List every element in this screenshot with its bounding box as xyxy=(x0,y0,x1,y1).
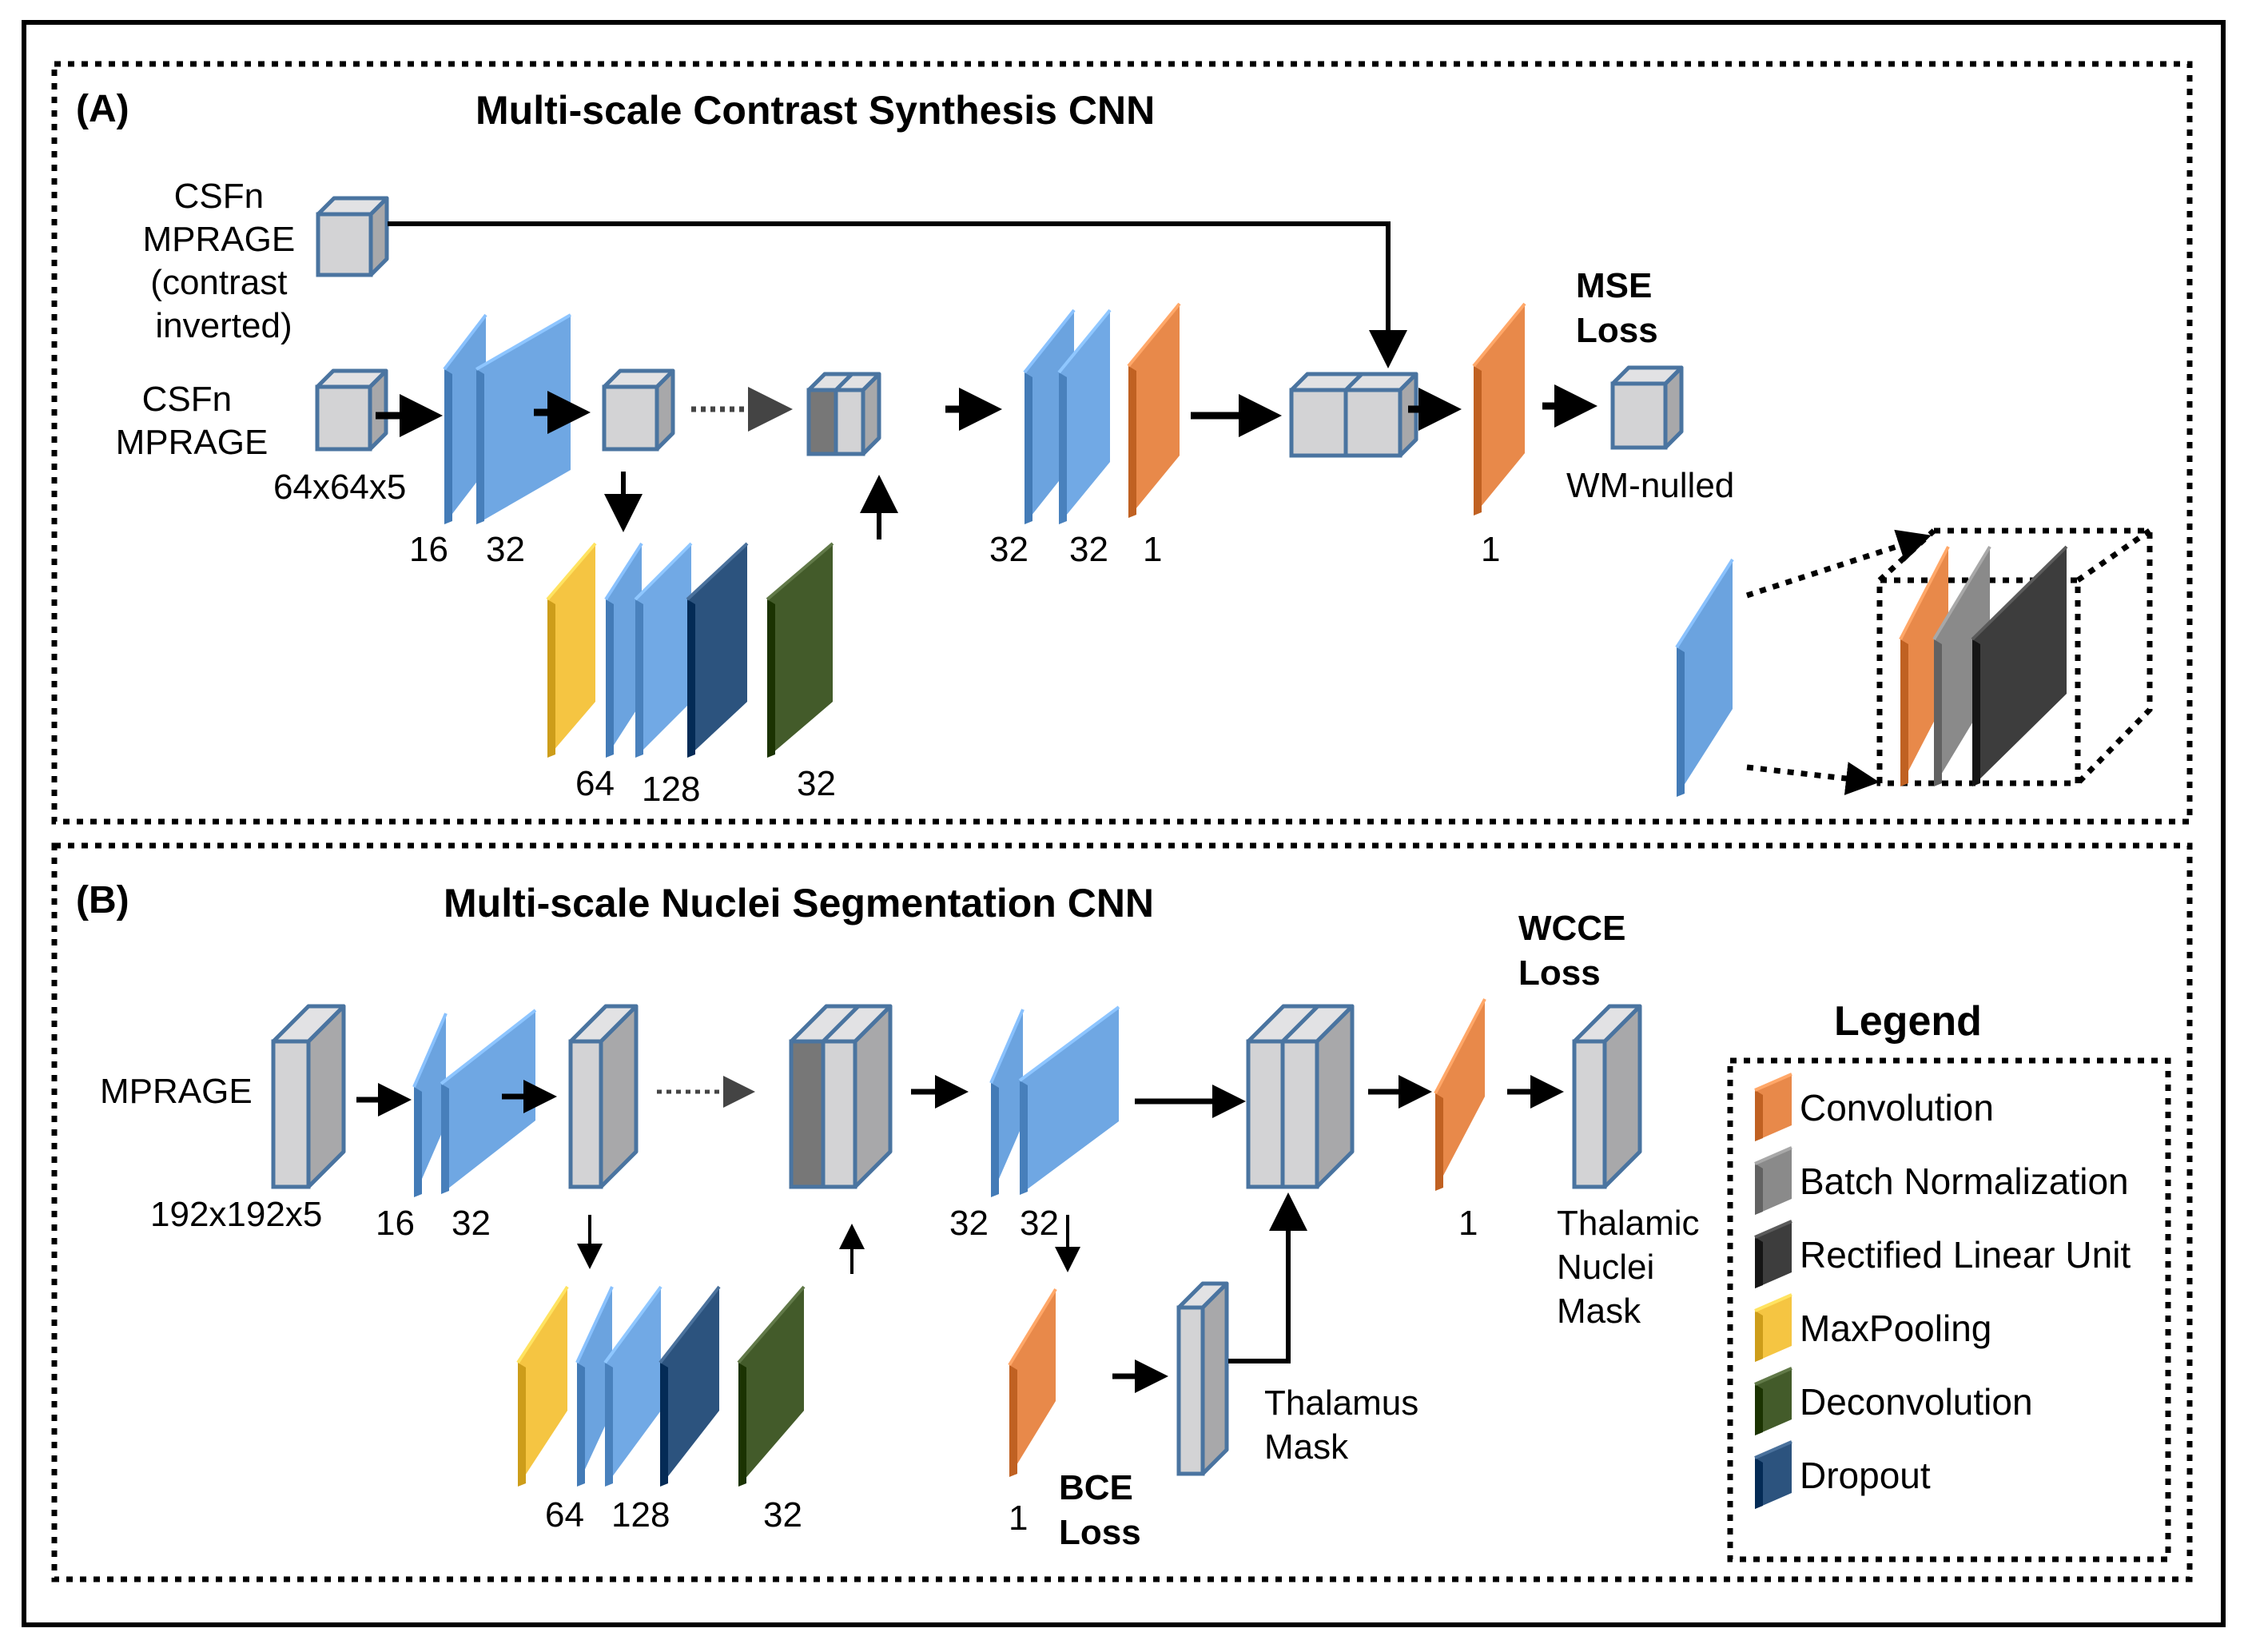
panel-a-frame xyxy=(51,61,2193,825)
legend-label: Dropout xyxy=(1800,1455,1931,1496)
panel-a-decoder-conv-1 xyxy=(1127,302,1181,518)
panel-a-input-volume xyxy=(315,368,388,452)
panel-a-enc-ch-32: 32 xyxy=(486,530,525,569)
panel-a-inset-conv xyxy=(1899,546,1950,786)
panel-b-concat-volume xyxy=(789,1004,893,1189)
legend-swatch-relu xyxy=(1754,1220,1792,1288)
legend-label: Convolution xyxy=(1800,1087,1994,1129)
panel-a-inverted-input-label: CSFn MPRAGE (contrast inverted) xyxy=(143,177,305,345)
panel-b-input-volume xyxy=(271,1004,346,1189)
panel-a-inset-dotted-arrow-top xyxy=(1745,529,1932,599)
panel-a-encoder-conv-32 xyxy=(475,313,571,524)
panel-b-encoder-conv-16 xyxy=(412,1013,448,1197)
panel-b-bce-loss: BCE Loss xyxy=(1059,1468,1143,1552)
panel-b-bn-ch-64: 64 xyxy=(545,1495,584,1535)
legend-swatch-convolution xyxy=(1754,1073,1792,1141)
panel-b-bottleneck-deconv xyxy=(737,1285,806,1487)
panel-b-letter: (B) xyxy=(76,879,129,922)
panel-b-thalamus-conv xyxy=(1008,1288,1057,1477)
panel-b-final-conv xyxy=(1434,998,1486,1191)
panel-b-final-concat-volume xyxy=(1246,1004,1355,1189)
panel-b-encoder-conv-32 xyxy=(440,1009,537,1194)
legend-label: Batch Normalization xyxy=(1800,1160,2129,1202)
legend-item-convolution: Convolution xyxy=(1754,1073,1994,1141)
outer-frame xyxy=(22,20,2226,1627)
legend-item-maxpooling: MaxPooling xyxy=(1754,1293,1991,1362)
panel-b-decoder-conv-32b xyxy=(1018,1005,1120,1195)
panel-a-mse-loss: MSE Loss xyxy=(1576,266,1662,350)
panel-a-bn-ch-32: 32 xyxy=(797,764,836,803)
panel-b-bn-ch-128: 128 xyxy=(611,1495,670,1535)
panel-a-dec-ch-32a: 32 xyxy=(989,530,1029,569)
panel-a-inverted-input-volume xyxy=(316,196,389,277)
panel-a-concat-volume xyxy=(806,372,881,456)
panel-b-thalamus-mask-volume xyxy=(1176,1281,1229,1476)
legend-label: MaxPooling xyxy=(1800,1308,1991,1349)
legend-item-batch-normalization: Batch Normalization xyxy=(1754,1146,2129,1215)
panel-a-inset-conv-block xyxy=(1675,558,1734,797)
panel-a-skip-connection-line xyxy=(388,221,1407,368)
panel-a-input-size: 64x64x5 xyxy=(273,468,406,507)
legend-label: Rectified Linear Unit xyxy=(1800,1234,2131,1276)
panel-b-dec-ch-32b: 32 xyxy=(1020,1204,1059,1243)
panel-a-bn-ch-64: 64 xyxy=(575,764,615,803)
legend-swatch-batch_norm xyxy=(1754,1146,1792,1215)
panel-b-enc-ch-16: 16 xyxy=(376,1204,415,1243)
panel-b-bn-ch-32: 32 xyxy=(763,1495,802,1535)
panel-a-title: Multi-scale Contrast Synthesis CNN xyxy=(475,88,1155,133)
panel-a-dec-ch-32b: 32 xyxy=(1069,530,1108,569)
panel-b-enc-ch-32: 32 xyxy=(452,1204,491,1243)
panel-a-input-label: CSFn MPRAGE xyxy=(116,380,269,462)
panel-b-final-ch-1: 1 xyxy=(1458,1204,1478,1243)
legend-frame xyxy=(1727,1057,2171,1562)
panel-a-final-conv xyxy=(1472,302,1526,516)
panel-a-encoder-conv-16 xyxy=(443,313,487,524)
panel-a-output-label: WM-nulled xyxy=(1566,466,1734,505)
panel-b-frame xyxy=(51,842,2193,1582)
panel-a-bottleneck-deconv xyxy=(766,542,834,758)
panel-b-output-label: Thalamic Nuclei Mask xyxy=(1557,1204,1709,1331)
panel-b-thalamus-mask-label: Thalamus Mask xyxy=(1264,1383,1428,1467)
panel-a-bottleneck-maxpool xyxy=(546,542,597,758)
panel-b-dec-ch-32a: 32 xyxy=(949,1204,989,1243)
panel-b-bottleneck-dropout xyxy=(658,1285,721,1487)
panel-b-bottleneck-conv-64 xyxy=(575,1286,614,1487)
panel-b-title: Multi-scale Nuclei Segmentation CNN xyxy=(444,881,1154,926)
panel-b-thal-conv-ch-1: 1 xyxy=(1009,1499,1028,1538)
panel-b-input-label: MPRAGE xyxy=(100,1072,253,1111)
panel-a-bottleneck-conv-128 xyxy=(634,542,693,758)
panel-b-output-volume xyxy=(1572,1004,1642,1189)
panel-a-dec-ch-1: 1 xyxy=(1143,530,1162,569)
panel-a-decoder-conv-32b xyxy=(1057,309,1112,524)
panel-a-inset-expanded-block xyxy=(1876,527,2153,786)
panel-a-final-concat-volume xyxy=(1289,372,1418,458)
panel-b-input-size: 192x192x5 xyxy=(150,1195,322,1234)
panel-b-downsampled-volume xyxy=(568,1004,639,1189)
panel-a-bottleneck-conv-64 xyxy=(604,542,643,758)
legend-label: Deconvolution xyxy=(1800,1381,2033,1423)
legend-swatch-maxpool xyxy=(1754,1293,1792,1362)
panel-a-letter: (A) xyxy=(76,88,129,130)
panel-a-final-ch-1: 1 xyxy=(1481,530,1500,569)
legend-item-dropout: Dropout xyxy=(1754,1440,1931,1509)
panel-a-bn-ch-128: 128 xyxy=(642,770,700,809)
legend-swatch-dropout xyxy=(1754,1440,1792,1509)
panel-b-decoder-conv-32a xyxy=(989,1009,1025,1197)
legend-item-rectified-linear-unit: Rectified Linear Unit xyxy=(1754,1220,2131,1288)
panel-a-inset-dotted-arrow-bottom xyxy=(1746,762,1880,795)
legend-swatch-deconvolution xyxy=(1754,1367,1792,1435)
panel-a-enc-ch-16: 16 xyxy=(409,530,448,569)
panel-b-wcce-loss: WCCE Loss xyxy=(1518,909,1636,993)
panel-b-thalamus-to-concat-line xyxy=(1228,1192,1307,1363)
panel-a-downsampled-volume xyxy=(602,368,675,452)
legend-item-deconvolution: Deconvolution xyxy=(1754,1367,2033,1435)
panel-b-bottleneck-maxpool xyxy=(516,1285,569,1487)
panel-a-bottleneck-dropout xyxy=(686,542,749,758)
legend-title: Legend xyxy=(1834,998,1982,1045)
panel-a-inset-batchnorm xyxy=(1932,545,1991,786)
panel-b-bottleneck-conv-128 xyxy=(603,1285,662,1487)
panel-a-inset-relu xyxy=(1971,545,2068,786)
panel-a-output-volume xyxy=(1610,365,1684,450)
